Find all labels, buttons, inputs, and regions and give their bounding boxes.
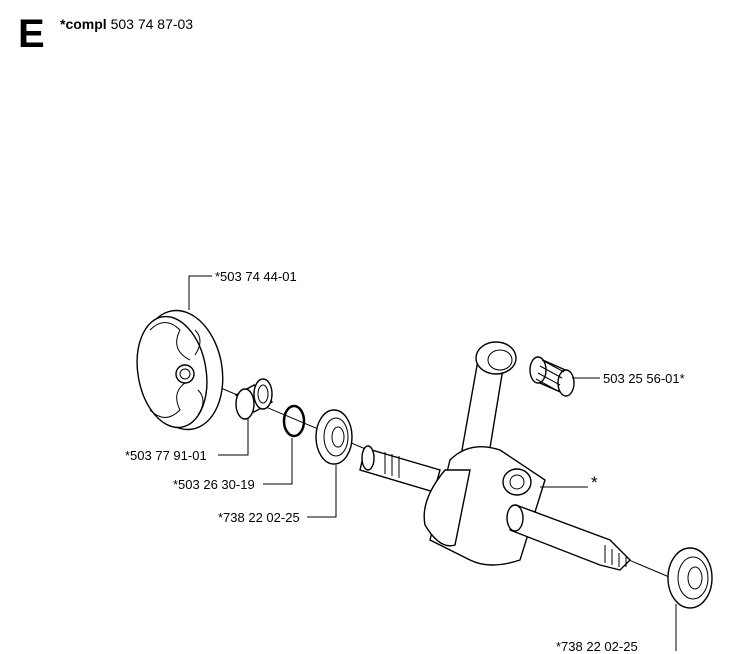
assembly-number: 503 74 87-03 [110, 16, 194, 32]
label-ball-bearing-left: *738 22 02-25 [218, 510, 300, 525]
leader-bushing [218, 418, 249, 456]
section-letter: E [18, 12, 45, 56]
needle-bearing-part [529, 356, 575, 397]
clutch-drum-part [136, 309, 224, 431]
o-ring-part [282, 404, 306, 438]
label-bushing: *503 77 91-01 [125, 448, 207, 463]
bushing-part [234, 378, 274, 420]
ball-bearing-right-part [667, 547, 713, 609]
leader-clutch-drum [188, 275, 212, 310]
leader-ball-bearing-left [307, 465, 337, 518]
assembly-title: *compl 503 74 87-03 [60, 16, 193, 32]
label-ball-bearing-right: *738 22 02-25 [556, 639, 638, 654]
label-o-ring: *503 26 30-19 [173, 477, 255, 492]
assembly-prefix: *compl [60, 16, 107, 32]
ball-bearing-left-part [315, 409, 353, 465]
label-clutch-drum: *503 74 44-01 [215, 269, 297, 284]
crankshaft-part [359, 341, 631, 571]
leader-o-ring [263, 438, 293, 485]
label-crankshaft: * [591, 473, 598, 492]
label-needle-bearing: 503 25 56-01* [603, 371, 685, 386]
